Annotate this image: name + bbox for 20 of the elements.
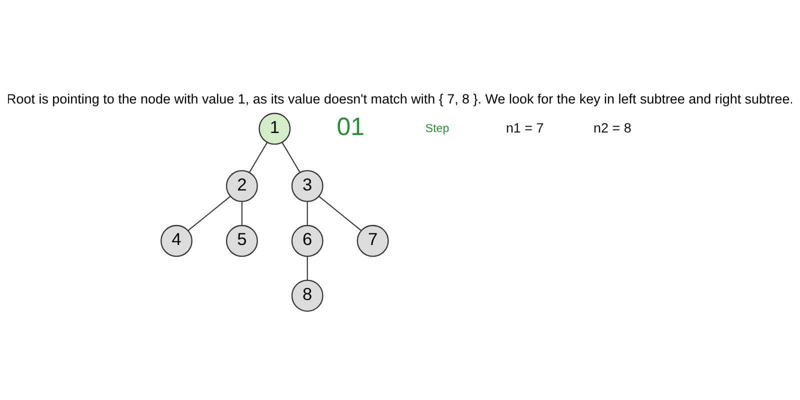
node-circle: 8: [291, 280, 324, 312]
label: n2 = 8: [594, 120, 632, 136]
connector: [241, 201, 242, 226]
connector: [249, 142, 268, 172]
node-circle: 5: [226, 224, 258, 257]
node-circle: 4: [160, 224, 192, 257]
node-circle: 2: [226, 170, 258, 202]
connector: [282, 142, 300, 172]
node-circle: 6: [291, 224, 324, 257]
label: n1 = 7: [506, 120, 544, 136]
node-circle: 1: [258, 112, 291, 145]
connector: [318, 196, 362, 231]
connector: [188, 196, 231, 231]
label: Step: [425, 122, 450, 135]
label: 01: [336, 112, 365, 141]
node-circle: 3: [291, 170, 324, 202]
diagram-title: Root is pointing to the node with value 1, as its value doesn't match with { 7, 8 }. We look for the key in left subtree and right subtree.: [6, 91, 794, 106]
node-circle: 7: [356, 224, 389, 257]
connector: [306, 201, 308, 226]
connector: [306, 256, 308, 280]
